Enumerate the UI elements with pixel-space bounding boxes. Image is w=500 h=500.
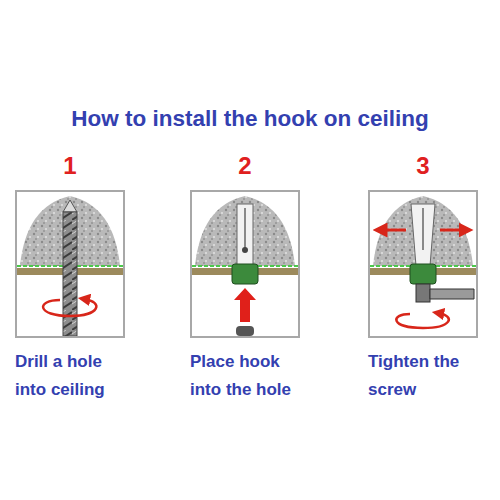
drill-tip [63, 200, 77, 212]
expand-arrow [380, 229, 406, 232]
tighten-scene [370, 196, 476, 328]
expanded-anchor [411, 204, 435, 266]
anchor-slit [422, 208, 424, 250]
step-panel: 1Drill a hole into ceiling [15, 190, 125, 338]
rotation-arrow [396, 313, 449, 328]
concrete [373, 196, 473, 266]
place-scene [192, 196, 298, 336]
step-number: 3 [370, 152, 476, 180]
hook-nut [410, 264, 436, 284]
rotation-arrow [43, 299, 96, 316]
anchor-hole [242, 247, 248, 253]
step-caption: Drill a hole into ceiling [15, 348, 137, 404]
step-number: 2 [192, 152, 298, 180]
concrete [195, 196, 295, 266]
diagram-title: How to install the hook on ceiling [0, 106, 500, 132]
step-caption: Tighten the screw [368, 348, 490, 404]
step-panel: 2Place hook into the hole [190, 190, 300, 338]
hook-nut [232, 264, 258, 284]
wrench [430, 289, 474, 299]
step-panel: 3Tighten the screw [368, 190, 478, 338]
anchor-sleeve [237, 204, 253, 266]
drill-bit [63, 212, 77, 336]
hook-end [236, 326, 254, 336]
step-number: 1 [17, 152, 123, 180]
hook-shank [416, 284, 430, 302]
expand-arrow [440, 229, 466, 232]
push-arrow [234, 288, 256, 322]
step-caption: Place hook into the hole [190, 348, 312, 404]
drill-scene [17, 196, 123, 336]
anchor-slit [244, 208, 246, 248]
